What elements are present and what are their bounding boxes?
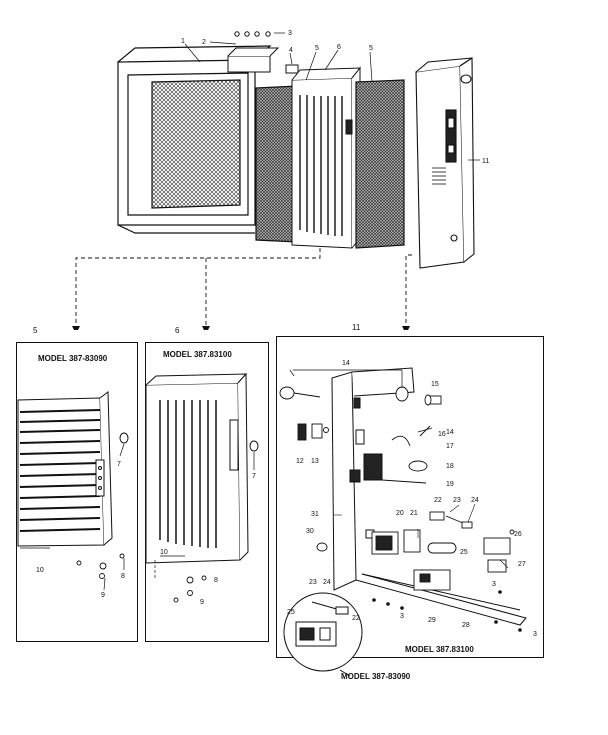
- knob-30: [316, 542, 328, 552]
- callout-16: 16: [438, 431, 446, 438]
- callout-3a: 3: [492, 581, 496, 588]
- parts-16-19: [381, 425, 433, 484]
- panel-number-right: 11: [352, 323, 361, 332]
- callout-24b: 24: [323, 579, 331, 586]
- callout-8-middle: 8: [214, 577, 218, 584]
- screws-3: [372, 590, 522, 632]
- cabinet-frame: [117, 45, 272, 234]
- callout-29: 29: [428, 617, 436, 624]
- power-door: [415, 56, 475, 269]
- callout-4: 4: [289, 47, 293, 54]
- cell-assembly-middle: [145, 372, 259, 564]
- callout-9-left: 9: [101, 592, 105, 599]
- callout-7-left: 7: [117, 461, 121, 468]
- callout-18: 18: [446, 463, 454, 470]
- clip-13: [311, 423, 329, 439]
- panel-number-middle: 6: [175, 326, 180, 335]
- callout-3: 3: [288, 30, 292, 37]
- callout-10-left: 10: [36, 567, 44, 574]
- circuit-board-29: [413, 569, 451, 591]
- inset-detail-387-83090: [283, 592, 363, 677]
- callout-22b: 22: [352, 615, 360, 622]
- callout-25: 25: [460, 549, 468, 556]
- callout-25b: 25: [287, 609, 295, 616]
- callout-26: 26: [514, 531, 522, 538]
- indicator-lamp-15: [424, 394, 442, 406]
- model-title-right-inset: MODEL 387-83090: [341, 672, 411, 681]
- callout-13: 13: [311, 458, 319, 465]
- callout-19: 19: [446, 481, 454, 488]
- mounting-bracket: [227, 31, 299, 74]
- callout-20: 20: [396, 510, 404, 517]
- callout-22: 22: [434, 497, 442, 504]
- callout-5b: 5: [369, 45, 373, 52]
- callout-15: 15: [431, 381, 439, 388]
- callout-2: 2: [202, 39, 206, 46]
- callout-3b: 3: [400, 613, 404, 620]
- cell-assembly-left: [17, 391, 129, 547]
- callout-27: 27: [518, 561, 526, 568]
- rod-22-23-24: [429, 511, 473, 529]
- callout-3c: 3: [533, 631, 537, 638]
- model-title-right-bottom: MODEL 387.83100: [405, 645, 474, 654]
- exploded-assembly: 1 2 3 4 5 6 5 11: [72, 30, 489, 330]
- callout-7-middle: 7: [252, 473, 256, 480]
- callout-21: 21: [410, 510, 418, 517]
- capacitor-25: [427, 542, 457, 554]
- callout-10-middle: 10: [160, 549, 168, 556]
- electronic-cell: [291, 66, 362, 249]
- screws-middle: [173, 575, 207, 603]
- callout-1: 1: [181, 38, 185, 45]
- callout-31: 31: [311, 511, 319, 518]
- callout-11: 11: [482, 158, 489, 165]
- model-title-middle: MODEL 387.83100: [163, 350, 232, 359]
- clip-12: [297, 423, 307, 441]
- callout-9-middle: 9: [200, 599, 204, 606]
- screws-left: [76, 553, 125, 579]
- callout-12: 12: [296, 458, 304, 465]
- callout-14: 14: [342, 360, 350, 367]
- callout-5: 5: [315, 45, 319, 52]
- panel-number-left: 5: [33, 326, 38, 335]
- middle-panel-drawing: 6 7 8 9 10: [145, 326, 259, 606]
- switch-assembly-14: [279, 369, 409, 402]
- model-title-left: MODEL 387-83090: [38, 354, 108, 363]
- callout-8-left: 8: [121, 573, 125, 580]
- transformer-20-21: [371, 529, 421, 555]
- callout-17: 17: [446, 443, 454, 450]
- callout-14b: 14: [446, 429, 454, 436]
- board-27: [483, 529, 515, 573]
- callout-23b: 23: [309, 579, 317, 586]
- left-panel-drawing: 5 7 8 9 1: [17, 326, 129, 599]
- right-panel-drawing: 11: [279, 323, 537, 677]
- callout-24: 24: [471, 497, 479, 504]
- callout-23: 23: [453, 497, 461, 504]
- filter-screen-rear: [355, 79, 405, 249]
- callout-6: 6: [337, 44, 341, 51]
- callout-28: 28: [462, 622, 470, 629]
- callout-30: 30: [306, 528, 314, 535]
